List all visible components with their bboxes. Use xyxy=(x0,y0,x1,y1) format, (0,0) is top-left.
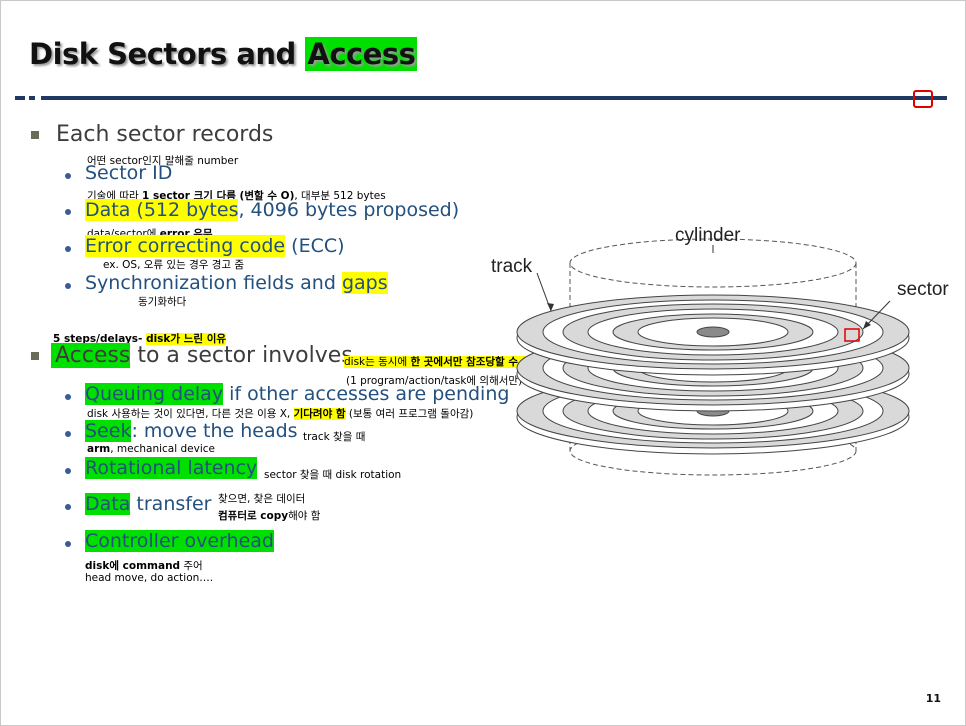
highlight-green: Queuing delay xyxy=(85,383,224,405)
note-five-steps: 5 steps/delays- disk가 느린 이유 xyxy=(53,331,227,346)
cylinder-bottom-ellipse xyxy=(569,426,857,476)
item-sync: Synchronization fields and gaps xyxy=(85,272,388,294)
highlight-yellow: disk는 동시에 xyxy=(344,356,411,368)
item-text: : move the heads xyxy=(131,420,298,442)
note-text: disk 사용하는 것이 있다면, 다른 것은 이용 X, xyxy=(87,408,294,420)
highlight-yellow: disk가 느린 이유 xyxy=(146,333,227,345)
note-found-data: 찾으면, 찾은 데이터 xyxy=(218,493,306,505)
platter-top xyxy=(516,294,910,376)
highlight-yellow-bold: 기다려야 함 xyxy=(293,408,346,420)
item-text: if other accesses are pending xyxy=(223,383,510,405)
item-queuing: Queuing delay if other accesses are pend… xyxy=(85,383,509,405)
annotation-red-box xyxy=(913,90,933,108)
label-sector: sector xyxy=(897,279,949,300)
note-sync: 동기화하다 xyxy=(138,296,187,308)
note-rotation: sector 찾을 때 disk rotation xyxy=(264,469,402,481)
bullet-dot-icon xyxy=(65,209,71,215)
highlight-yellow: Error correcting code xyxy=(85,235,286,257)
bullet-dot-icon xyxy=(65,283,71,289)
item-ecc: Error correcting code (ECC) xyxy=(85,235,345,257)
item-sector-id: Sector ID xyxy=(85,162,173,184)
page-number: 11 xyxy=(925,692,941,705)
note-track-find: track 찾을 때 xyxy=(303,431,366,443)
bullet-text: to a sector involves xyxy=(130,343,353,368)
bullet-dot-icon xyxy=(65,246,71,252)
note-text: (보통 여러 프로그램 돌아감) xyxy=(345,408,474,420)
note-bold: 컴퓨터로 copy xyxy=(218,510,289,522)
note-copy: 컴퓨터로 copy해야 함 xyxy=(218,508,320,523)
bullet-dot-icon xyxy=(65,541,71,547)
highlight-green: Access xyxy=(51,343,131,368)
highlight-yellow: gaps xyxy=(341,272,388,294)
item-data-transfer: Data transfer xyxy=(85,493,211,515)
bullet-square-icon xyxy=(31,131,39,139)
note-head-move: head move, do action…. xyxy=(85,572,214,584)
title-rule-dash xyxy=(15,96,25,100)
label-track: track xyxy=(491,256,533,277)
note-text: 주어 xyxy=(180,560,203,572)
item-seek: Seek: move the heads xyxy=(85,420,298,442)
note-text: 해야 함 xyxy=(288,510,321,522)
item-data: Data (512 bytes, 4096 bytes proposed) xyxy=(85,199,459,221)
bullet-dot-icon xyxy=(65,173,71,179)
highlight-green: Rotational latency xyxy=(85,457,258,479)
item-text: (ECC) xyxy=(285,235,345,257)
sector-highlight xyxy=(844,328,860,342)
note-queue-wait: disk 사용하는 것이 있다면, 다른 것은 이용 X, 기다려야 함 (보통… xyxy=(87,406,473,421)
label-cylinder: cylinder xyxy=(675,225,741,246)
note-sector-number: 어떤 sector인지 말해줄 number xyxy=(87,155,239,167)
title-rule xyxy=(41,96,947,100)
item-controller: Controller overhead xyxy=(85,530,274,552)
note-bold: arm xyxy=(87,443,111,455)
bullet-dot-icon xyxy=(65,468,71,474)
sector-arrow-head xyxy=(863,321,871,329)
slide-title: Disk Sectors and Access xyxy=(29,37,418,71)
item-text: Synchronization fields and xyxy=(85,272,342,294)
note-text: 5 steps/delays- xyxy=(53,333,147,345)
note-arm: arm, mechanical device xyxy=(87,443,215,455)
note-one-program: (1 program/action/task에 의해서만) xyxy=(346,375,523,387)
bullet-square-icon xyxy=(31,352,39,360)
note-text: , 대부분 512 bytes xyxy=(294,190,386,202)
bullet-dot-icon xyxy=(65,504,71,510)
title-highlight: Access xyxy=(305,37,418,71)
bullet-access: Access to a sector involves xyxy=(51,343,353,368)
note-disk-single: disk는 동시에 한 곳에서만 참조당할 수 O xyxy=(344,354,531,369)
bullet-dot-icon xyxy=(65,394,71,400)
track-arrow-head xyxy=(547,303,554,311)
highlight-green: Controller overhead xyxy=(85,530,274,552)
note-command: disk에 command 주어 xyxy=(85,558,203,573)
item-rotational: Rotational latency xyxy=(85,457,258,479)
disk-platter-diagram: cylinder track sector xyxy=(491,225,949,476)
note-bold: disk에 command xyxy=(85,560,181,572)
item-text: , 4096 bytes proposed) xyxy=(238,199,460,221)
note-os-warning: ex. OS, 오류 있는 경우 경고 줌 xyxy=(103,259,245,271)
bullet-each-sector: Each sector records xyxy=(56,122,274,147)
highlight-yellow: Data (512 bytes xyxy=(85,199,239,221)
note-text: , mechanical device xyxy=(110,443,215,455)
bullet-dot-icon xyxy=(65,431,71,437)
title-text: Disk Sectors and xyxy=(29,37,306,71)
highlight-green: Seek xyxy=(85,420,132,442)
highlight-yellow-bold: 한 곳에서만 참조당할 수 O xyxy=(410,356,531,368)
highlight-green: Data xyxy=(85,493,131,515)
title-rule-dash xyxy=(29,96,35,100)
item-text: transfer xyxy=(130,493,212,515)
